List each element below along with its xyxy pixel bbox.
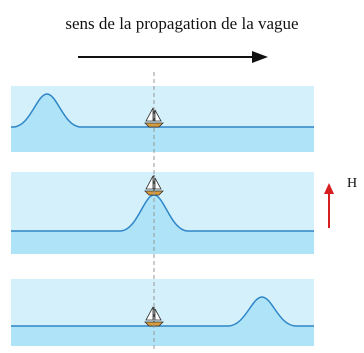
wave-panel-1 — [11, 86, 314, 152]
wave-panel-3 — [11, 279, 314, 346]
wave-panels — [11, 86, 314, 346]
height-arrow — [324, 183, 334, 228]
wave-panel-2 — [11, 172, 314, 254]
direction-arrow — [78, 51, 268, 63]
